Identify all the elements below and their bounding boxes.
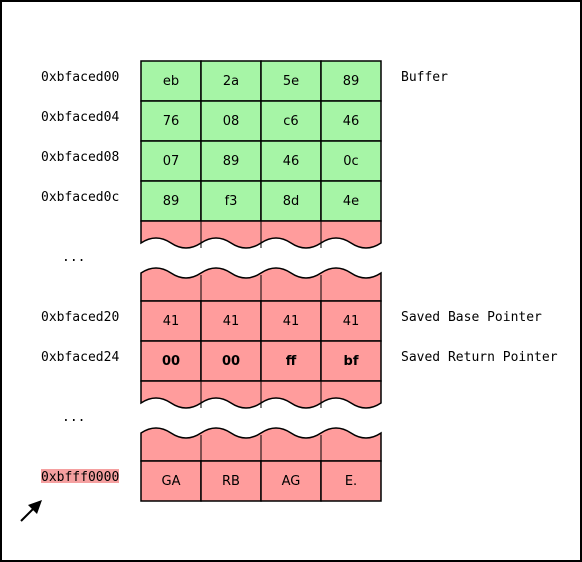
byte-value: 41 <box>163 314 180 329</box>
byte-value: 08 <box>223 114 240 129</box>
memory-row-3: 0xbfaced0c 89 f3 8d 4e <box>41 180 382 222</box>
byte-value: f3 <box>225 194 238 209</box>
byte-value: 4e <box>343 194 359 209</box>
memory-row-1: 0xbfaced04 76 08 c6 46 <box>41 100 382 142</box>
byte-value: 89 <box>343 74 360 89</box>
memory-cell <box>320 300 382 342</box>
byte-value: 41 <box>343 314 360 329</box>
memory-cell <box>320 340 382 382</box>
byte-value: 8d <box>283 194 300 209</box>
memory-cell <box>260 180 322 222</box>
address-label: 0xbfaced04 <box>41 110 119 125</box>
memory-row-0: 0xbfaced00 eb 2a 5e 89 Buffer <box>41 60 448 102</box>
memory-row-stack-end: 0xbfff0000 GA RB AG E. <box>41 460 382 502</box>
byte-value: c6 <box>283 114 298 129</box>
address-label: 0xbfaced24 <box>41 350 119 365</box>
byte-value: 07 <box>163 154 180 169</box>
memory-cell <box>260 100 322 142</box>
memory-cell <box>320 60 382 102</box>
memory-cell <box>200 100 262 142</box>
region-label-saved-base-pointer: Saved Base Pointer <box>401 310 542 325</box>
arrow-up-right-icon <box>20 500 42 522</box>
byte-value: 76 <box>163 114 180 129</box>
memory-row-2: 0xbfaced08 07 89 46 0c <box>41 140 382 182</box>
memory-cell <box>320 100 382 142</box>
address-label: 0xbfaced00 <box>41 70 119 85</box>
byte-value: 46 <box>343 114 360 129</box>
memory-cell <box>320 180 382 222</box>
memory-row-saved-base: 0xbfaced20 41 41 41 41 Saved Base Pointe… <box>41 300 542 342</box>
address-label: 0xbfaced20 <box>41 310 119 325</box>
memory-row-saved-return: 0xbfaced24 00 00 ff bf Saved Return Poin… <box>41 340 558 382</box>
ellipsis: ... <box>62 410 85 425</box>
byte-value: 41 <box>223 314 240 329</box>
byte-value: 41 <box>283 314 300 329</box>
memory-cell <box>260 340 322 382</box>
memory-cell <box>320 460 382 502</box>
address-label: 0xbfff0000 <box>41 470 119 485</box>
address-label: 0xbfaced0c <box>41 190 119 205</box>
byte-value: 5e <box>283 74 299 89</box>
ellipsis: ... <box>62 250 85 265</box>
region-label-saved-return-pointer: Saved Return Pointer <box>401 350 558 365</box>
memory-cell <box>140 140 202 182</box>
memory-cell <box>140 300 202 342</box>
torn-row-upper <box>140 220 382 249</box>
byte-value: 00 <box>222 354 240 369</box>
byte-value: GA <box>162 474 181 489</box>
region-label-buffer: Buffer <box>401 70 448 85</box>
memory-cell <box>200 340 262 382</box>
memory-cell <box>260 140 322 182</box>
saved-pointer-block: 0xbfaced20 41 41 41 41 Saved Base Pointe… <box>41 267 558 409</box>
byte-value: 89 <box>163 194 180 209</box>
address-highlight <box>41 469 119 483</box>
byte-value: 46 <box>283 154 300 169</box>
byte-value: eb <box>163 74 179 89</box>
memory-cell <box>320 140 382 182</box>
buffer-block: 0xbfaced00 eb 2a 5e 89 Buffer 0xbfaced04… <box>41 60 448 222</box>
byte-value: 0c <box>343 154 358 169</box>
byte-value: 00 <box>162 354 180 369</box>
byte-value: RB <box>222 474 240 489</box>
byte-value: 2a <box>223 74 239 89</box>
byte-value: E. <box>345 474 357 489</box>
byte-value: bf <box>344 354 359 369</box>
memory-cell <box>140 460 202 502</box>
byte-value: AG <box>282 474 301 489</box>
byte-value: 89 <box>223 154 240 169</box>
byte-value: ff <box>286 354 297 369</box>
address-label: 0xbfaced08 <box>41 150 119 165</box>
stack-end-block: 0xbfff0000 GA RB AG E. <box>41 427 382 502</box>
